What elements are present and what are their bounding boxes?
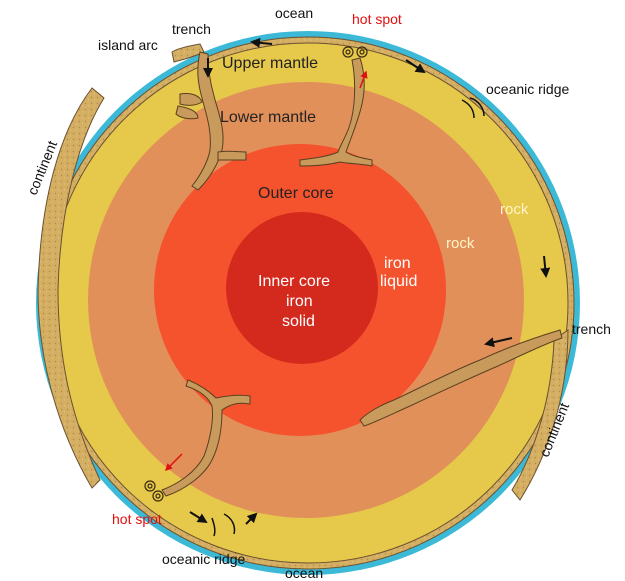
convection-arrow-4 — [540, 255, 551, 278]
continent-left-shape — [37, 87, 105, 489]
label-oceanic-ridge-right: oceanic ridge — [486, 81, 569, 97]
label-rock-upper: rock — [500, 201, 529, 218]
label-iron-liquid-1: iron — [384, 255, 411, 272]
label-iron-solid-2: solid — [282, 313, 315, 330]
inner-core-layer — [226, 212, 378, 364]
hot-spot-arrow-top — [359, 70, 368, 89]
convection-arrow-7 — [245, 512, 258, 525]
label-ocean-bottom: ocean — [285, 565, 323, 581]
label-iron-solid-1: iron — [286, 293, 313, 310]
slab-fold-top — [175, 93, 203, 120]
label-iron-liquid-2: liquid — [380, 273, 417, 290]
hot-spot-arrow-bottom — [164, 453, 183, 472]
label-trench-right: trench — [572, 321, 611, 337]
island-arc-shape — [171, 43, 205, 63]
label-oceanic-ridge-bottom: oceanic ridge — [162, 551, 245, 567]
convection-arrow-1 — [250, 37, 273, 48]
ridge-bottom — [211, 513, 236, 537]
label-hot-spot-top: hot spot — [352, 11, 402, 27]
label-island-arc: island arc — [98, 37, 158, 53]
plume-top — [299, 57, 373, 167]
ridge-top-right — [461, 97, 485, 119]
continent-right-shape — [511, 329, 569, 501]
convection-arrow-6 — [189, 511, 208, 524]
label-outer-core: Outer core — [258, 185, 334, 202]
hot-spot-swirl-bottom — [144, 480, 164, 502]
subducting-slab-right — [359, 329, 563, 427]
label-trench-top: trench — [172, 21, 211, 37]
convection-arrow-3 — [405, 59, 426, 74]
label-upper-mantle: Upper mantle — [222, 55, 318, 72]
slab-tail-top — [217, 150, 247, 161]
label-inner-core: Inner core — [258, 273, 330, 290]
subducting-slab-top — [191, 51, 224, 191]
convection-arrow-5 — [484, 337, 513, 348]
plume-bottom — [161, 379, 251, 497]
label-lower-mantle: Lower mantle — [220, 109, 316, 126]
label-ocean-top: ocean — [275, 5, 313, 21]
label-rock-lower: rock — [446, 235, 475, 252]
hot-spot-swirl-top — [342, 46, 368, 58]
label-hot-spot-bottom: hot spot — [112, 511, 162, 527]
